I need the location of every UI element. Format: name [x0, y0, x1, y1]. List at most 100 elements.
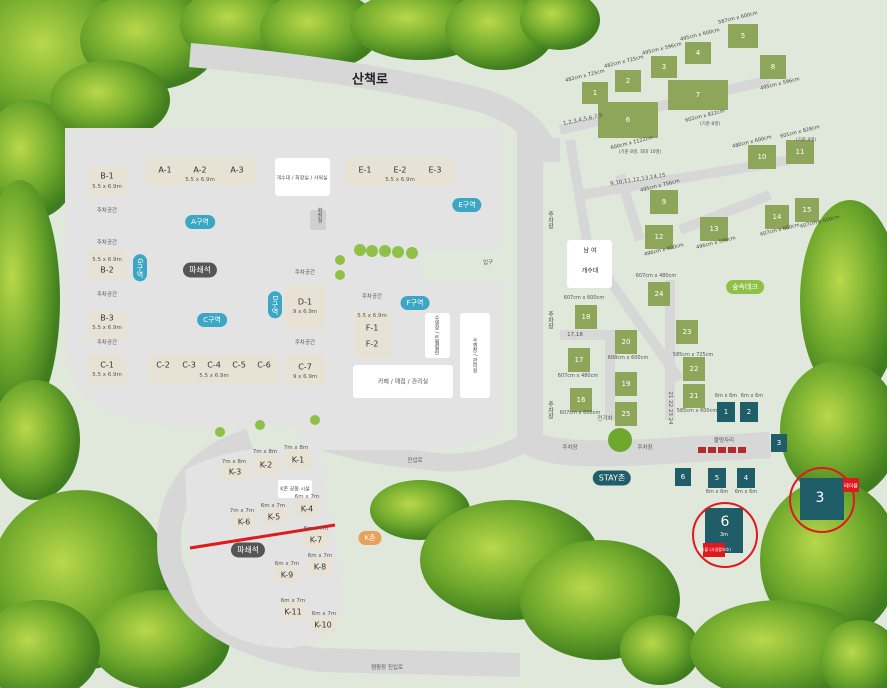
- stay-5[interactable]: 5: [714, 474, 720, 482]
- site-a1[interactable]: A-1: [158, 165, 172, 175]
- site-k10[interactable]: K-10: [314, 620, 332, 630]
- stay-1[interactable]: 1: [723, 408, 729, 416]
- site-k9[interactable]: K-9: [280, 570, 294, 580]
- glamp-17[interactable]: 17: [574, 356, 584, 364]
- site-k8[interactable]: K-8: [313, 562, 327, 572]
- shower-building[interactable]: 개수대 / 화장실 / 샤워실: [276, 175, 328, 182]
- glamp-1[interactable]: 1: [592, 89, 598, 97]
- glamp-24-dim: 607cm x 480cm: [635, 273, 677, 279]
- site-k2[interactable]: K-2: [259, 460, 273, 470]
- site-b3[interactable]: B-3: [100, 313, 114, 323]
- toilet-small: 화장실: [316, 207, 323, 223]
- glamp-23[interactable]: 23: [682, 328, 692, 336]
- site-k7[interactable]: K-7: [309, 535, 323, 545]
- glamp-15[interactable]: 15: [802, 206, 812, 214]
- glamp-18[interactable]: 18: [581, 313, 591, 321]
- site-c7-dim: 9 x 6.9m: [292, 374, 318, 380]
- site-c6[interactable]: C-6: [257, 360, 271, 370]
- cafe-building[interactable]: 카페 / 매점 / 관리실: [377, 378, 429, 386]
- glamp-8[interactable]: 8: [770, 63, 776, 71]
- glamp-11[interactable]: 11: [795, 148, 805, 156]
- site-c7[interactable]: C-7: [298, 362, 312, 372]
- site-k3[interactable]: K-3: [228, 467, 242, 477]
- zone-f-pill[interactable]: F구역: [400, 296, 430, 310]
- office-building[interactable]: 수영장 / 관리실: [471, 337, 478, 373]
- ev-label: 전기차: [597, 416, 613, 422]
- k9-dim: 6m x 7m: [274, 561, 300, 567]
- site-e1[interactable]: E-1: [358, 165, 372, 175]
- glamp-19[interactable]: 19: [621, 380, 631, 388]
- k-facility[interactable]: K존 공동 시설: [280, 486, 310, 493]
- site-e3[interactable]: E-3: [428, 165, 442, 175]
- stay-2-dim: 6m x 6m: [740, 393, 764, 399]
- glamp-3[interactable]: 3: [661, 63, 667, 71]
- glamp-5[interactable]: 5: [740, 32, 746, 40]
- glamp-12[interactable]: 12: [654, 233, 664, 241]
- stay-3[interactable]: 3: [776, 439, 782, 447]
- k8-dim: 6m x 7m: [307, 553, 333, 559]
- stay-4[interactable]: 4: [743, 474, 749, 482]
- glamp-4[interactable]: 4: [695, 49, 701, 57]
- zone-k-pill[interactable]: K존: [358, 531, 382, 545]
- glamp-9[interactable]: 9: [661, 198, 667, 206]
- site-k11[interactable]: K-11: [284, 607, 302, 617]
- stay-5-dim: 6m x 6m: [705, 489, 729, 495]
- site-d1-dim: 9 x 6.9m: [292, 309, 318, 315]
- glamp-24[interactable]: 24: [654, 290, 664, 298]
- site-b2[interactable]: B-2: [100, 265, 114, 275]
- site-f1[interactable]: F-1: [365, 323, 379, 333]
- zone-stay-pill[interactable]: STAY존: [592, 470, 632, 486]
- site-d1[interactable]: D-1: [297, 297, 313, 307]
- site-k5[interactable]: K-5: [267, 512, 281, 522]
- pool-building[interactable]: 수영장 / 트램펄린: [433, 315, 440, 355]
- glamp-14[interactable]: 14: [772, 213, 782, 221]
- washroom-label[interactable]: 남 여: [583, 247, 597, 255]
- site-e2[interactable]: E-2: [393, 165, 407, 175]
- site-k4[interactable]: K-4: [300, 504, 314, 514]
- zone-c-pill[interactable]: C구역: [197, 313, 227, 327]
- site-b1[interactable]: B-1: [100, 171, 114, 181]
- glamp-16[interactable]: 16: [576, 396, 586, 404]
- stay-6[interactable]: 6: [680, 473, 686, 481]
- site-c2[interactable]: C-2: [156, 360, 170, 370]
- glamp-10[interactable]: 10: [757, 153, 767, 161]
- site-k1[interactable]: K-1: [291, 455, 305, 465]
- site-c1-dim: 5.5 x 6.9m: [92, 372, 122, 378]
- glamp-6[interactable]: 6: [625, 116, 631, 124]
- glamp-25[interactable]: 25: [621, 410, 631, 418]
- glamp-20[interactable]: 20: [621, 338, 631, 346]
- site-c1[interactable]: C-1: [100, 360, 114, 370]
- site-a3[interactable]: A-3: [230, 165, 244, 175]
- site-c5[interactable]: C-5: [232, 360, 246, 370]
- glamp-23-dim: 585cm x 725cm: [672, 352, 714, 358]
- glamp-21[interactable]: 21: [689, 392, 699, 400]
- parking-c7: 주차공간: [294, 340, 316, 346]
- site-f2[interactable]: F-2: [365, 339, 379, 349]
- sink-label[interactable]: 개수대: [581, 267, 599, 275]
- stay-2[interactable]: 2: [746, 408, 752, 416]
- zone-g-pill[interactable]: G구역: [133, 254, 147, 282]
- forest-deck-pill[interactable]: 숲속데크: [726, 280, 764, 294]
- callout-6-number[interactable]: 6: [720, 514, 730, 530]
- site-c3[interactable]: C-3: [182, 360, 196, 370]
- glamp-6-note: (기준 8명, 최대 10명): [618, 150, 662, 155]
- glamp-2[interactable]: 2: [625, 77, 631, 85]
- site-k6[interactable]: K-6: [237, 517, 251, 527]
- zone-a-pill[interactable]: A구역: [185, 215, 215, 229]
- glamp-22[interactable]: 22: [689, 365, 699, 373]
- site-f1-dim: 5.5 x 6.9m: [357, 313, 387, 319]
- fireplace-label[interactable]: 불멍자리: [713, 438, 735, 444]
- k10-dim: 6m x 7m: [311, 611, 337, 617]
- zone-e-pill[interactable]: E구역: [452, 198, 482, 212]
- glamp-7[interactable]: 7: [695, 91, 701, 99]
- k1-dim: 7m x 8m: [283, 445, 309, 451]
- glamp-17-dim: 607cm x 480cm: [557, 373, 599, 379]
- glamp-13[interactable]: 13: [709, 225, 719, 233]
- zone-d-pill[interactable]: D구역: [268, 291, 282, 319]
- parking-b2: 주차공간: [96, 240, 118, 246]
- site-a2[interactable]: A-2: [193, 165, 207, 175]
- site-c4[interactable]: C-4: [207, 360, 221, 370]
- callout-3-number[interactable]: 3: [815, 490, 825, 506]
- parking-g-3: 주차장: [546, 401, 554, 419]
